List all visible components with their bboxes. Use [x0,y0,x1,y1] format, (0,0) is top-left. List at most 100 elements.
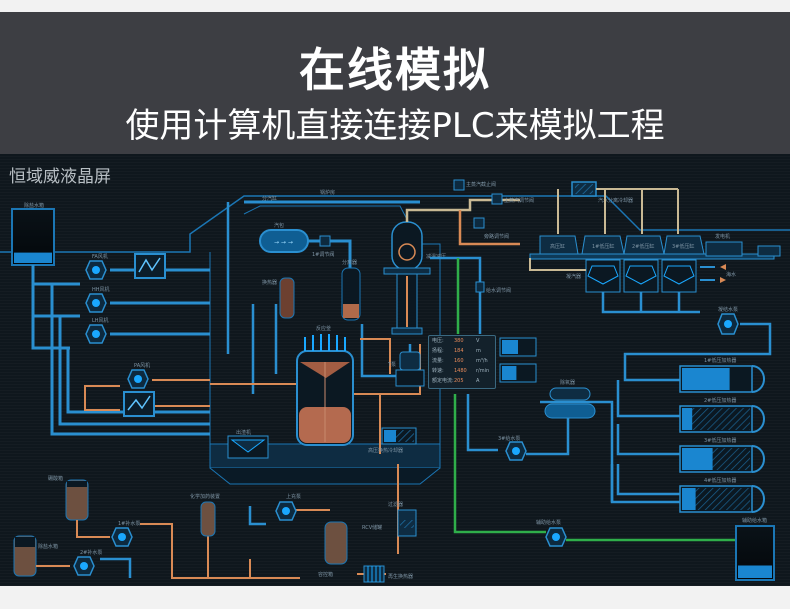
steam-cooler[interactable] [571,181,597,197]
panel-unit: r/min [476,368,490,374]
heater-4-level [682,488,696,510]
air-preheater-1[interactable] [134,253,166,279]
condensate-pipes [601,292,772,382]
condensate-pump[interactable] [717,313,739,335]
label-fan-fdf: FA风机 [92,253,108,260]
make-up-tank[interactable] [11,208,55,266]
label-main-steam-valve: 主蒸汽截止阀 [466,181,496,188]
hp-cooler-b[interactable] [499,363,537,383]
fan-hh[interactable] [85,293,107,313]
fan-pa[interactable] [127,369,149,389]
condenser-1[interactable] [585,259,621,293]
aux-feed-pump[interactable] [545,527,567,547]
desuperheater-column[interactable] [383,221,431,335]
vct-tank[interactable] [324,521,348,565]
panel-row-head: 扬程: 184 m [429,346,495,356]
feed-pump-3[interactable] [505,441,527,461]
heater-1[interactable] [679,365,765,393]
label-aux-tank: 辅助给水箱 [742,517,767,524]
panel-label: 扬程: [432,348,444,354]
valve-main-steam[interactable] [453,179,465,191]
panel-row-voltage: 电压: 380 V [429,336,495,346]
label-separator: 分离器 [342,259,357,266]
fan-icon [92,266,100,274]
motor-info-panel: 电压: 380 V 扬程: 184 m 流量: 160 m³/h 转速: 148… [428,335,496,389]
panel-value: 205 [454,378,464,384]
fan-lh[interactable] [85,324,107,344]
pump-icon [118,533,126,541]
panel-value: 1480 [454,368,467,374]
sea-water-arrows [700,264,726,283]
panel-row-speed: 转速: 1480 r/min [429,366,495,376]
chem-tank[interactable] [200,501,216,537]
filter[interactable] [397,509,417,537]
label-generator: 发电机 [715,233,730,240]
pump-2[interactable] [73,556,95,576]
label-desuperheater: 减温减压 [426,253,446,260]
fan-fdf[interactable] [85,260,107,280]
heater-4[interactable] [679,485,765,513]
pump-1[interactable] [111,527,133,547]
air-preheater-2[interactable] [123,391,155,417]
demin-tank[interactable] [13,535,37,577]
panel-row-flow: 流量: 160 m³/h [429,356,495,366]
hmi-screen: 恒域威液晶屏 锅炉房 分汽缸 除盐水箱 [0,154,790,586]
valve-feed[interactable] [475,281,485,293]
banner-subtitle: 使用计算机直接连接PLC来模拟工程 [125,106,665,146]
make-up-tank-level [14,252,52,263]
boron-tank[interactable] [65,479,89,521]
heat-exchanger-tank[interactable] [279,277,295,319]
label-condensate-pump: 凝结水泵 [718,306,738,313]
banner-title: 在线模拟 [299,43,491,97]
fan-icon [92,299,100,307]
regen-hx[interactable] [363,565,385,583]
label-deaerator: 除氧器 [560,379,575,386]
pump-icon [512,447,520,455]
label-fan-pa: PA风机 [134,362,150,369]
valve-regulating[interactable] [491,193,503,205]
label-heater-1: 1#低压加热器 [704,357,736,364]
heater-3[interactable] [679,445,765,473]
condenser-2[interactable] [623,259,659,293]
label-hp-cooler: 高压换热冷却器 [368,447,403,454]
t-pump[interactable] [395,351,425,387]
left-feed-pipes [31,265,210,436]
generator[interactable] [705,241,781,257]
heater-2-level [682,408,693,430]
panel-label: 转速: [432,368,444,374]
hp-heat-cooler[interactable] [381,427,417,445]
label-heater-2: 2#低压加热器 [704,397,736,404]
label-heat-exchanger: 换热器 [262,279,277,286]
heater-pipes [540,380,680,504]
reactor-vessel[interactable] [296,334,354,446]
label-feed-pump-3: 3#给水泵 [498,435,520,442]
label-boiler-house: 锅炉房 [320,189,335,196]
hp-cooler-a[interactable] [499,337,537,357]
hot-air-pipes [84,379,210,411]
panel-label: 流量: [432,358,444,364]
heater-2[interactable] [679,405,765,433]
pump-icon [282,507,290,515]
pump-icon [80,562,88,570]
label-bypass-valve: 旁路调节阀 [484,233,509,240]
label-make-up-tank: 除盐水箱 [24,202,44,209]
aux-tank[interactable] [735,525,775,581]
condenser-3[interactable] [661,259,697,293]
label-condenser-valve: 1#调节阀 [312,251,334,258]
process-diagram: 锅炉房 分汽缸 除盐水箱 FA风机 [0,179,790,583]
deaerator[interactable] [544,387,596,419]
lp-cylinder-3[interactable] [663,235,705,255]
separator-tank[interactable] [341,267,361,321]
valve-condenser[interactable] [319,235,331,247]
upper-pump[interactable] [275,501,297,521]
label-ash: 出渣机 [236,429,251,436]
svg-text:→ → →: → → → [274,239,293,246]
ash-remover[interactable] [227,435,269,459]
label-pump-2: 2#补水泵 [80,549,102,556]
steam-drum[interactable]: → → → [259,229,309,253]
label-upper-pump: 上充泵 [286,493,301,500]
panel-row-current: 额定电流: 205 A [429,376,495,386]
hp-cylinder[interactable] [539,235,579,255]
valve-bypass[interactable] [473,217,485,229]
top-margin [0,0,790,12]
